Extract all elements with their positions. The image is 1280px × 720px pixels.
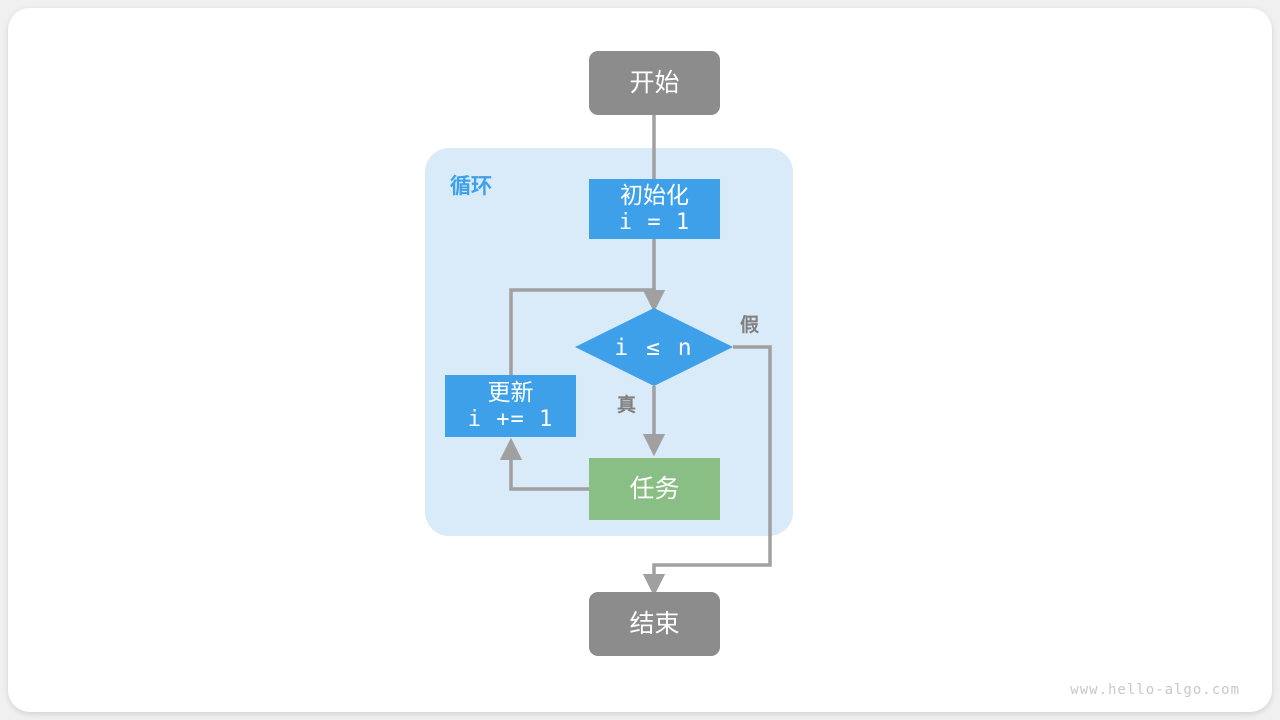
node-init-label-line1: 初始化 [620,182,689,209]
node-end-label: 结束 [629,608,680,638]
edge-task-to-update [499,437,589,491]
loop-group-label: 循环 [450,174,492,198]
node-start: 开始 [589,51,720,115]
edge-update-to-condition [509,288,656,375]
node-update-label-line2: i += 1 [467,406,554,432]
edge-label-true: 真 [617,394,637,416]
node-update: 更新 i += 1 [445,375,576,437]
edge-label-false: 假 [740,314,760,336]
watermark: www.hello-algo.com [1070,682,1240,698]
edge-condition-false-to-end [642,345,772,597]
node-start-label: 开始 [629,67,680,97]
node-update-label-line1: 更新 [487,379,534,406]
node-end: 结束 [589,592,720,656]
node-init: 初始化 i = 1 [589,179,720,239]
node-task: 任务 [589,458,720,520]
node-task-label: 任务 [629,473,680,503]
node-init-label-line2: i = 1 [618,209,691,235]
node-condition-diamond [575,308,733,386]
node-condition-label: i ≤ n [614,335,694,361]
